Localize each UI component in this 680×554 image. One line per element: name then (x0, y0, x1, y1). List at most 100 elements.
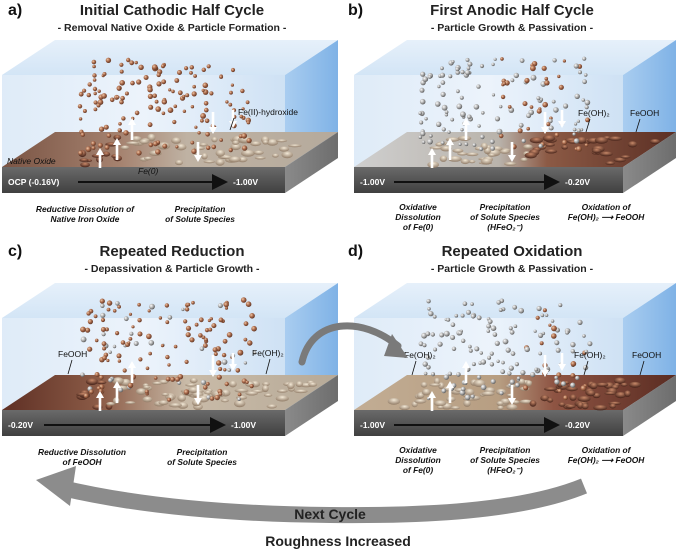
tag-leader (583, 360, 589, 376)
surface-particle (547, 397, 554, 403)
solute-particle (518, 122, 524, 128)
caption-2-line-3: (HFeO₂⁻) (487, 465, 523, 475)
solute-particle (120, 340, 126, 345)
solute-particle (203, 343, 208, 348)
surface-particle (232, 140, 240, 145)
solute-particle (436, 121, 442, 128)
slab-side (623, 375, 676, 436)
tag-leader (585, 118, 591, 133)
solute-particle (516, 376, 521, 381)
solute-particle (554, 375, 559, 380)
solute-particle (104, 145, 110, 150)
solute-particle (510, 78, 515, 83)
solute-particle (123, 130, 129, 136)
solute-particle (562, 139, 568, 145)
solute-particle (182, 109, 187, 114)
solute-particle (570, 382, 576, 388)
solute-particle (136, 79, 142, 85)
solute-particle (214, 394, 220, 401)
solute-particle (173, 344, 178, 349)
solute-particle (450, 335, 456, 340)
solute-particle (574, 93, 580, 100)
solute-particle (432, 314, 437, 319)
solute-particle (476, 315, 482, 321)
solute-particle (460, 313, 465, 318)
tag-leader (67, 359, 73, 375)
solute-particle (471, 362, 476, 367)
solute-particle (464, 394, 471, 401)
solute-particle (424, 117, 428, 121)
solute-particle (116, 353, 122, 359)
solute-particle (422, 76, 429, 82)
surface-particle (193, 146, 205, 151)
solute-particle (152, 93, 157, 99)
surface-particle (488, 153, 496, 157)
surface-particle (161, 392, 169, 397)
flux-arrowhead (446, 138, 454, 145)
solute-particle (500, 94, 506, 100)
solute-particle (502, 81, 507, 86)
solute-particle (548, 118, 553, 124)
solute-particle (437, 341, 443, 347)
surface-particle (433, 400, 447, 407)
solute-particle (455, 67, 460, 72)
solute-particle (161, 79, 167, 85)
solute-particle (124, 91, 129, 96)
surface-particle (294, 389, 308, 394)
solute-particle (489, 139, 495, 145)
flux-arrowhead (209, 370, 217, 377)
surface-particle (187, 387, 199, 393)
solute-particle (476, 375, 482, 380)
solute-particle (148, 340, 155, 346)
solute-particle (447, 371, 453, 376)
solute-particle (119, 99, 124, 105)
solute-particle (174, 78, 180, 83)
solute-particle (224, 306, 229, 310)
panel-subtitle: - Removal Native Oxide & Particle Format… (58, 22, 287, 34)
solute-particle (204, 328, 210, 333)
solute-particle (243, 337, 248, 342)
solute-particle (116, 86, 121, 91)
solute-particle (538, 332, 544, 338)
solute-particle (223, 368, 227, 372)
solute-particle (507, 371, 512, 376)
solute-particle (122, 368, 127, 373)
solute-particle (240, 297, 247, 303)
solute-particle (201, 67, 206, 73)
solute-particle (548, 323, 552, 327)
solute-particle (440, 66, 444, 71)
next-cycle-arrowhead (36, 466, 76, 506)
surface-particle (439, 155, 448, 162)
solute-particle (576, 119, 581, 123)
solute-particle (456, 372, 461, 377)
solute-particle (97, 89, 101, 93)
solute-particle (587, 341, 593, 347)
solute-particle (548, 125, 554, 131)
surface-particle (589, 382, 598, 390)
surface-particle (450, 406, 461, 410)
liquid-top (2, 40, 338, 75)
solute-particle (105, 57, 112, 63)
surface-particle (79, 158, 89, 162)
caption-1-line-3: of Fe(0) (403, 465, 433, 475)
solute-particle (201, 335, 206, 340)
solute-particle (200, 379, 207, 385)
flux-arrowhead (558, 364, 566, 371)
slab-side (623, 132, 676, 193)
surface-particle (204, 390, 212, 395)
surface-particle (175, 159, 183, 166)
surface-particle (295, 381, 303, 388)
slab-front (2, 167, 285, 193)
solute-particle (443, 330, 450, 337)
solute-particle (189, 65, 194, 70)
surface-particle (211, 136, 218, 143)
solute-particle (472, 143, 477, 147)
solute-particle (191, 300, 195, 305)
surface-particle (544, 387, 558, 391)
solute-particle (576, 146, 582, 152)
solute-particle (117, 128, 122, 133)
surface-particles (387, 377, 642, 411)
solute-particle (118, 122, 122, 126)
flux-arrowhead (508, 155, 516, 162)
solute-particle (496, 359, 500, 363)
